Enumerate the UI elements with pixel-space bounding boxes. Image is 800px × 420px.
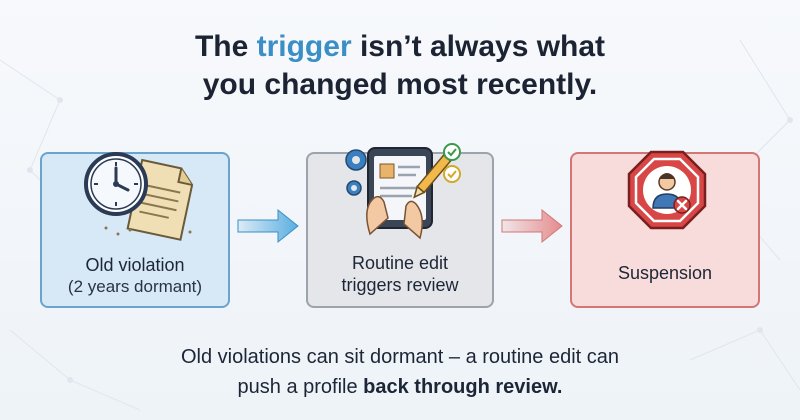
headline-line-1: The trigger isn’t always what	[194, 30, 606, 63]
caption-emphasis: back through review.	[363, 376, 563, 398]
stop-sign-user-icon	[627, 150, 707, 230]
clock-document-icon	[84, 152, 194, 241]
headline-accent-word: trigger	[256, 30, 352, 63]
caption-line-1: Old violations can sit dormant – a routi…	[180, 346, 620, 368]
panel-title: Routine edit	[351, 253, 449, 273]
panel-old-violation: Old violation (2 years dormant)	[40, 152, 230, 308]
arrow-right-icon	[237, 208, 299, 244]
panel-suspension: Suspension	[570, 150, 760, 308]
panel-routine-edit: Routine edit triggers review	[306, 143, 494, 308]
panel-title: Suspension	[617, 263, 713, 283]
caption: Old violations can sit dormant – a routi…	[0, 342, 800, 402]
caption-line-2: push a profile back through review.	[237, 376, 563, 398]
panel-subtitle: (2 years dormant)	[67, 277, 203, 296]
panel-subtitle: triggers review	[341, 275, 459, 295]
headline: The trigger isn’t always what you change…	[0, 28, 800, 104]
panel-title: Old violation	[85, 255, 185, 275]
headline-line-2: you changed most recently.	[202, 68, 598, 101]
arrow-right-icon	[501, 208, 563, 244]
tablet-edit-icon	[345, 143, 461, 240]
